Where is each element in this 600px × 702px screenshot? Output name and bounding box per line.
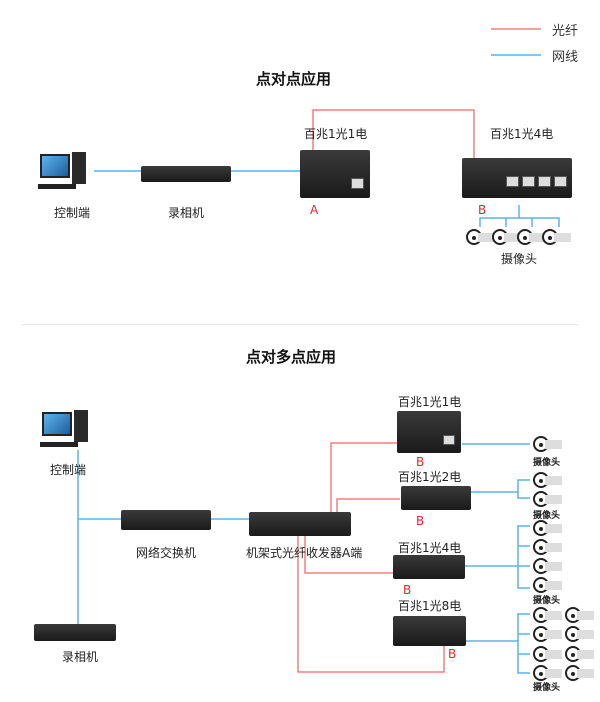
- s2-nvr-label: 录相机: [62, 650, 99, 664]
- camera-icon: [533, 435, 563, 453]
- s1-conv-a-label: 百兆1光1电: [304, 127, 368, 141]
- camera-icon: [517, 228, 547, 246]
- s2-switch-icon: [121, 510, 211, 530]
- section-divider: [22, 324, 578, 325]
- s1-conv-b-label: 百兆1光4电: [490, 127, 554, 141]
- s2-rack-label: 机架式光纤收发器A端: [246, 546, 363, 560]
- s1-conv-a-icon: [300, 150, 370, 198]
- s1-nvr-label: 录相机: [168, 206, 205, 220]
- s2-conv8-icon: [393, 616, 466, 646]
- camera-icon: [533, 625, 563, 643]
- s2-fiber-1: [330, 442, 405, 518]
- s2-rack-icon: [249, 512, 351, 536]
- section1-title: 点对点应用: [256, 70, 332, 88]
- s2-conv4-icon: [393, 555, 465, 579]
- section2-title: 点对多点应用: [246, 348, 337, 366]
- camera-icon: [466, 228, 496, 246]
- s2-conv2-icon: [401, 486, 471, 510]
- camera-icon: [565, 645, 595, 663]
- legend-fiber-label: 光纤: [552, 24, 579, 39]
- s1-cameras-label: 摄像头: [501, 252, 538, 266]
- s2-pc-label: 控制端: [50, 463, 87, 477]
- camera-icon: [533, 519, 563, 537]
- s2-conv1-icon: [397, 411, 461, 453]
- s2-nvr-icon: [34, 624, 116, 641]
- camera-icon: [533, 664, 563, 682]
- s1-pc-label: 控制端: [54, 206, 91, 220]
- s1-conv-b-icon: [462, 158, 572, 198]
- s2-fiber-4: [304, 532, 405, 574]
- s2-conv8-label: 百兆1光8电: [398, 599, 462, 613]
- camera-icon: [565, 625, 595, 643]
- s1-nvr-icon: [141, 166, 231, 182]
- s2-switch-label: 网络交换机: [136, 546, 197, 560]
- camera-icon: [533, 645, 563, 663]
- camera-icon: [492, 228, 522, 246]
- s2-conv1-label: 百兆1光1电: [398, 395, 462, 409]
- s1-mark-b: B: [478, 203, 487, 217]
- s2-mark-b4: B: [403, 583, 412, 597]
- s2-fiber-8: [297, 532, 445, 673]
- s2-fiber-2: [336, 498, 400, 518]
- s2-conv2-label: 百兆1光2电: [398, 470, 462, 484]
- camera-icon: [533, 606, 563, 624]
- camera-icon: [533, 490, 563, 508]
- s2-cam4-label: 摄像头: [533, 596, 561, 606]
- s2-mark-b8: B: [448, 647, 457, 661]
- camera-icon: [533, 557, 563, 575]
- camera-icon: [565, 664, 595, 682]
- camera-icon: [533, 576, 563, 594]
- camera-icon: [533, 471, 563, 489]
- legend-network-label: 网线: [552, 50, 579, 65]
- s2-conv4-label: 百兆1光4电: [398, 541, 462, 555]
- s2-cam2-label: 摄像头: [533, 511, 561, 521]
- s2-cam8-label: 摄像头: [533, 683, 561, 693]
- camera-icon: [533, 538, 563, 556]
- camera-icon: [542, 228, 572, 246]
- s2-cam1-label: 摄像头: [533, 458, 561, 468]
- s1-mark-a: A: [310, 203, 319, 217]
- s2-mark-b2: B: [416, 514, 425, 528]
- s1-pc-icon: [38, 152, 96, 192]
- s2-mark-b1: B: [416, 455, 425, 469]
- s2-pc-icon: [40, 410, 98, 450]
- camera-icon: [565, 606, 595, 624]
